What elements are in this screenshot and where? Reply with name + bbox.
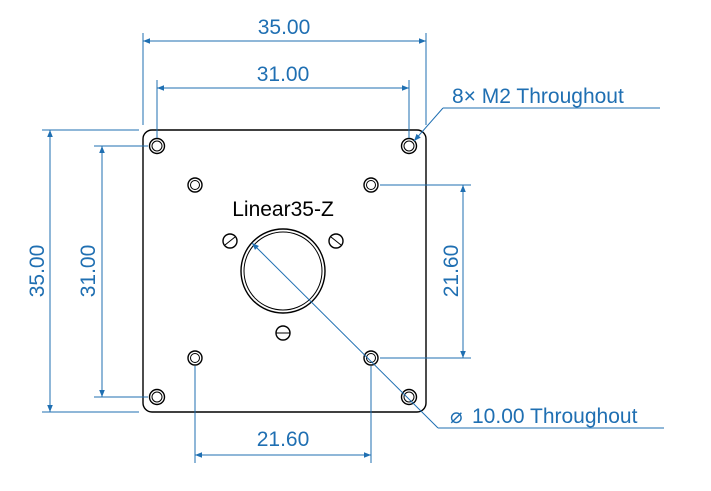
hole-inner-tl: [187, 177, 203, 193]
callout-center-hole-text: 10.00 Throughout: [472, 405, 638, 428]
hole-bottom-left: [148, 388, 166, 406]
hole-inner-br: [363, 350, 379, 366]
dim-top-outer-text: 35.00: [258, 16, 311, 39]
dim-left-outer-text: 35.00: [26, 245, 49, 298]
hole-top-left: [148, 137, 166, 155]
dim-bottom-spacing: 21.60: [194, 366, 372, 463]
dim-right-spacing: 21.60: [380, 184, 471, 359]
diameter-symbol: ⌀: [450, 405, 463, 428]
hole-bottom-right: [400, 388, 418, 406]
dim-right-spacing-text: 21.60: [440, 245, 463, 298]
dim-left-inner: 31.00: [77, 145, 148, 398]
dim-top-outer: 35.00: [142, 16, 427, 125]
hole-inner-bl: [187, 350, 203, 366]
part-label: Linear35-Z: [232, 198, 334, 221]
corner-holes: [148, 137, 418, 406]
center-hole: [240, 228, 326, 314]
inner-holes: [187, 177, 379, 366]
dim-left-outer: 35.00: [26, 129, 139, 413]
hole-top-right: [400, 137, 418, 155]
dim-top-inner: 31.00: [156, 63, 410, 138]
screw-right: [328, 233, 344, 249]
callout-mount-holes: 8× M2 Throughout: [413, 85, 660, 142]
screw-heads: [222, 233, 344, 341]
hole-inner-tr: [363, 177, 379, 193]
callout-center-hole: ⌀ 10.00 Throughout: [251, 242, 664, 429]
dim-left-inner-text: 31.00: [77, 245, 100, 298]
plate-outline: [142, 129, 427, 413]
screw-left: [222, 233, 238, 249]
dim-bottom-spacing-text: 21.60: [257, 428, 310, 451]
dim-top-inner-text: 31.00: [257, 63, 310, 86]
callout-mount-holes-text: 8× M2 Throughout: [452, 85, 624, 108]
